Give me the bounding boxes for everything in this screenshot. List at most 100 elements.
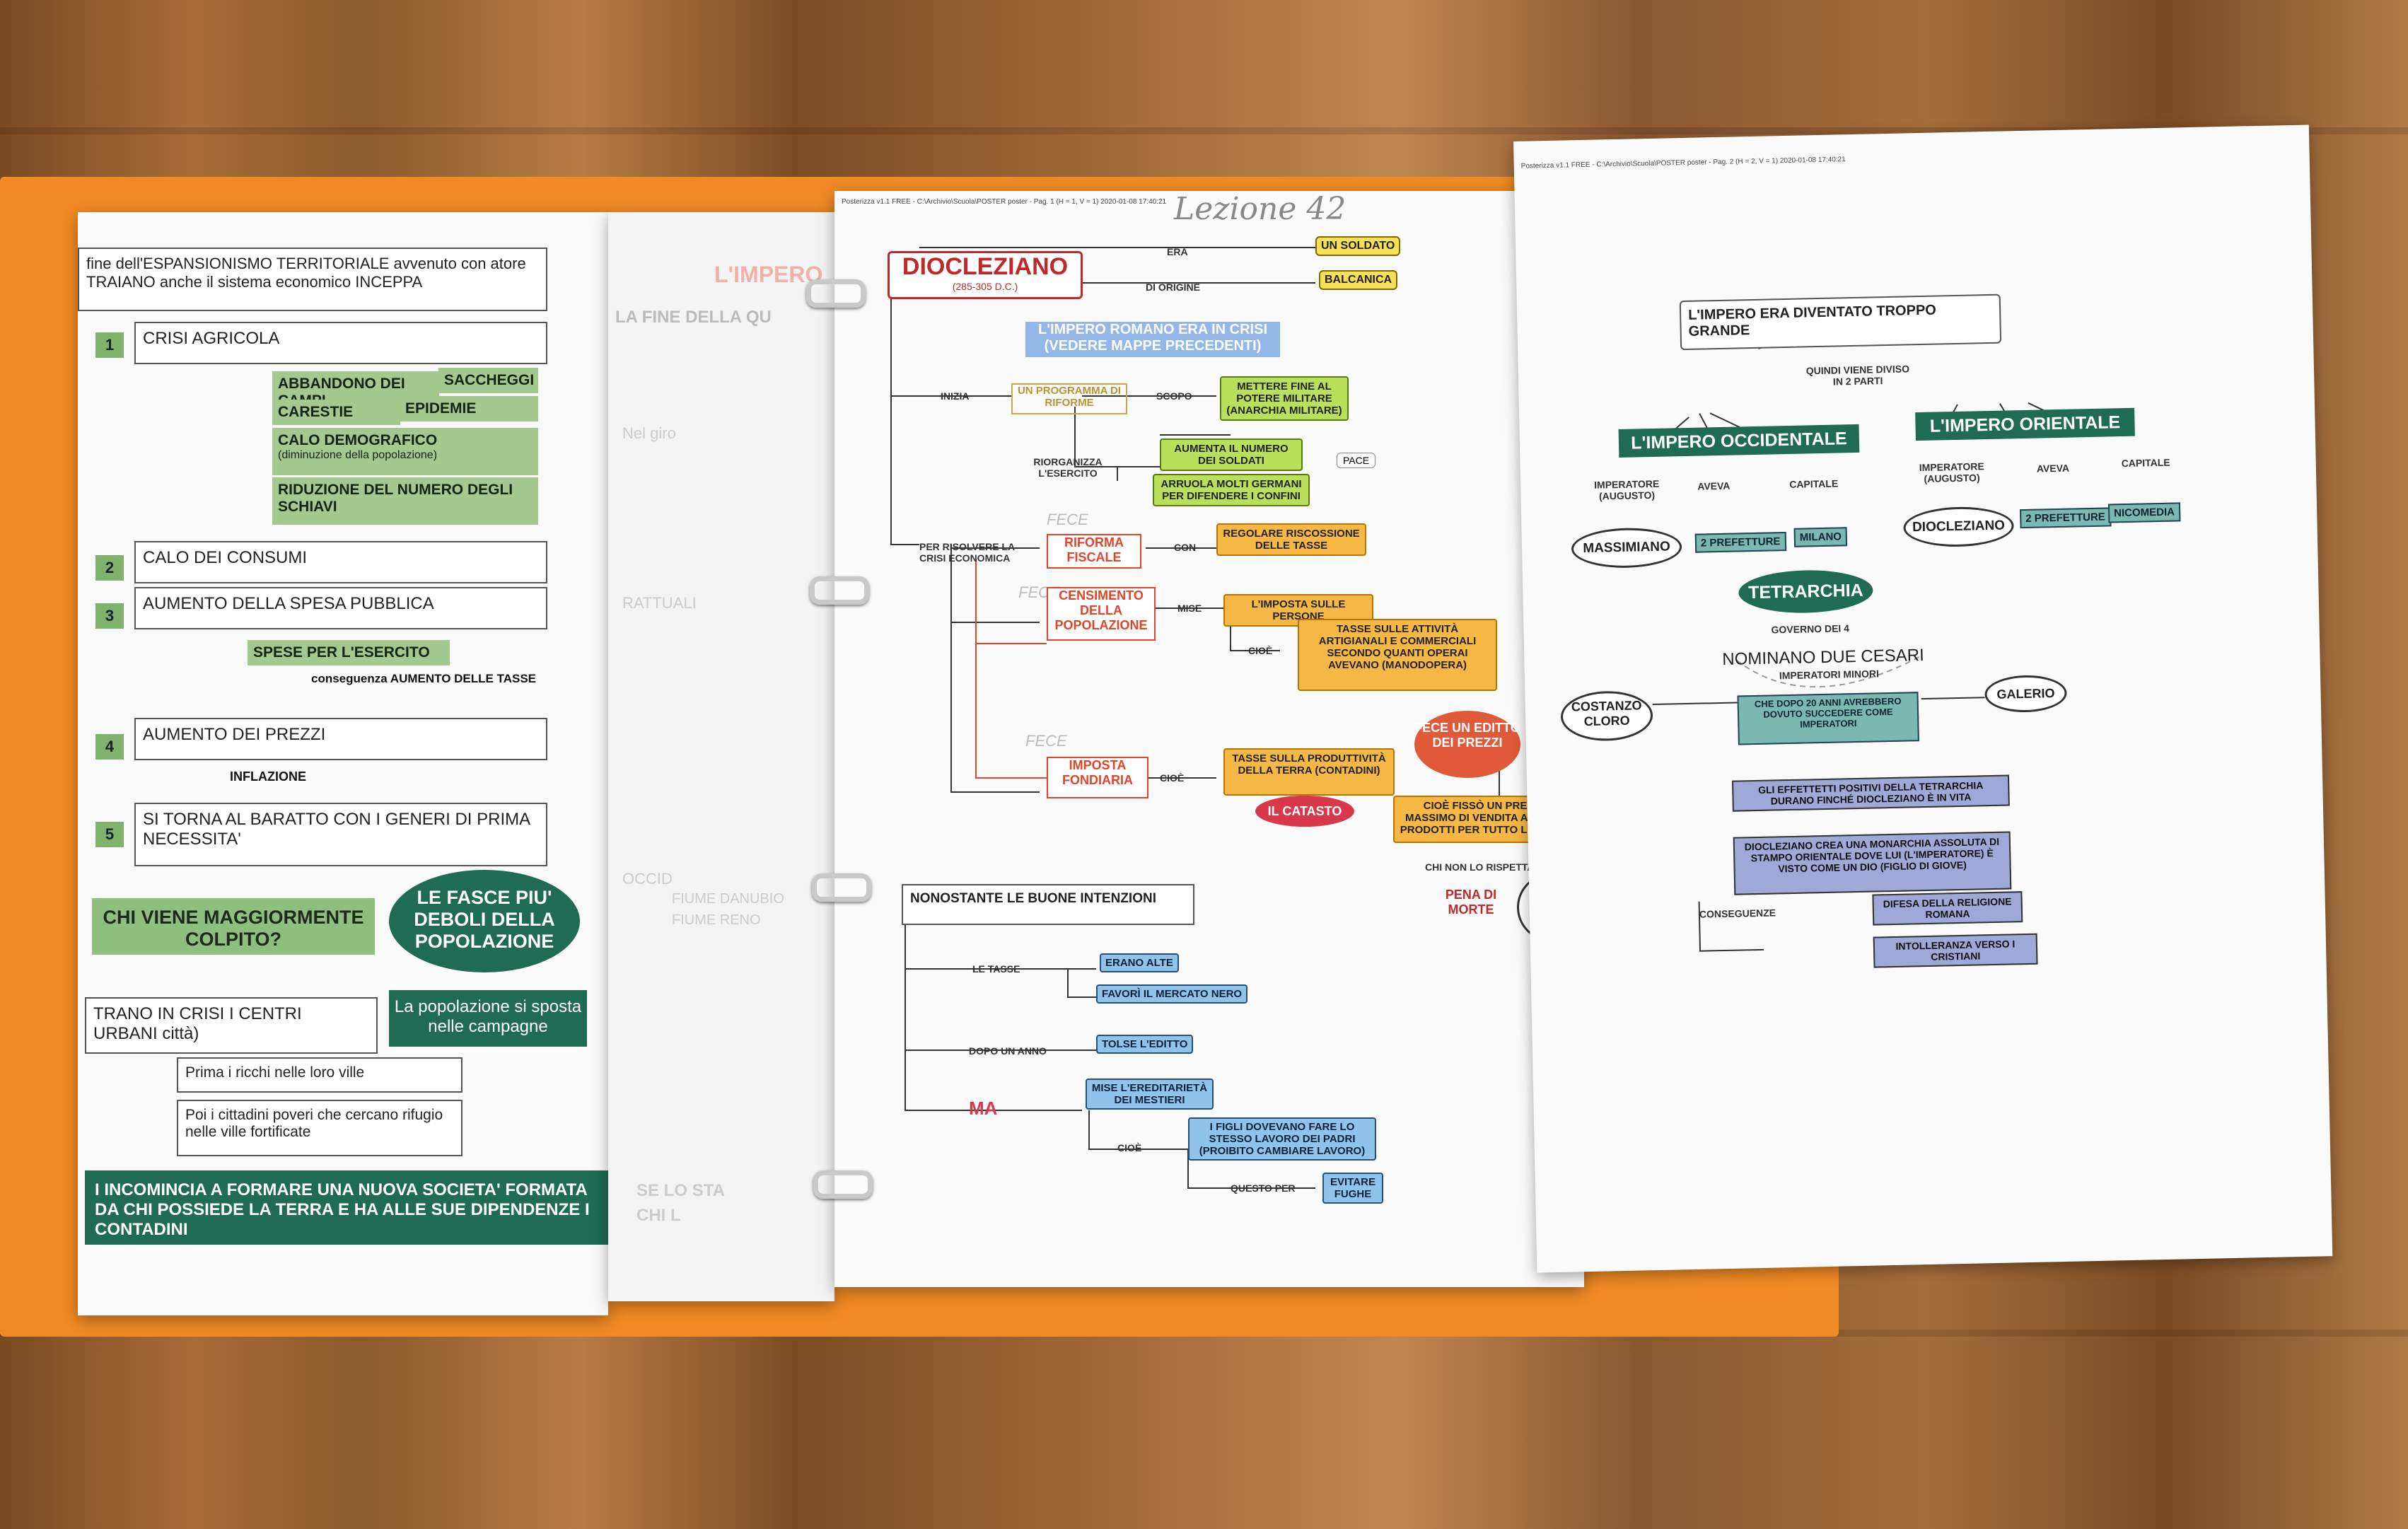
agri-calo-title: CALO DEMOGRAFICO xyxy=(278,432,438,448)
faded-frag: OCCID xyxy=(622,870,673,888)
centri-urbani: TRANO IN CRISI I CENTRI URBANI città) xyxy=(85,997,378,1054)
binder-ring xyxy=(813,1170,873,1199)
era-label: ERA xyxy=(1167,246,1188,257)
diviso-label: QUINDI VIENE DIVISO IN 2 PARTI xyxy=(1805,363,1910,388)
middle-page: Posterizza v1.1 FREE - C:\Archivio\Scuol… xyxy=(834,191,1585,1287)
imperatore-label: IMPERATORE (AUGUSTO) xyxy=(1593,477,1660,502)
faded-frag: Nel giro xyxy=(622,424,676,442)
num-4: 4 xyxy=(95,734,124,760)
per-risolvere-label: PER RISOLVERE LA CRISI ECONOMICA xyxy=(919,541,1015,564)
agri-epidemie: EPIDEMIE xyxy=(400,396,538,422)
diocleziano-title-box: DIOCLEZIANO (285-305 D.C.) xyxy=(888,251,1083,299)
inflazione-label: INFLAZIONE xyxy=(230,769,306,784)
dopo-anno-label: DOPO UN ANNO xyxy=(969,1045,1047,1057)
aveva-label-2: AVEVA xyxy=(2036,462,2070,475)
orientale-box: L'IMPERO ORIENTALE xyxy=(1915,407,2135,441)
concept-map-lines xyxy=(890,247,1500,1189)
faded-sub: LA FINE DELLA QU xyxy=(615,308,772,327)
ricchi-ville: Prima i ricchi nelle loro ville xyxy=(177,1057,463,1093)
cioe-label-2: CIOÈ xyxy=(1160,772,1185,784)
tasse-attivita-box: TASSE SULLE ATTIVITÀ ARTIGIANALI E COMME… xyxy=(1298,619,1497,691)
prefetture-occ: 2 PREFETTURE xyxy=(1694,532,1786,553)
tasse-terra-box: TASSE SULLA PRODUTTIVITÀ DELLA TERRA (CO… xyxy=(1223,748,1395,796)
agri-calo-sub: (diminuzione della popolazione) xyxy=(278,449,438,461)
item-baratto: SI TORNA AL BARATTO CON I GENERI DI PRIM… xyxy=(134,803,547,866)
aveva-label: AVEVA xyxy=(1697,479,1731,492)
difesa-box: DIFESA DELLA RELIGIONE ROMANA xyxy=(1872,891,2023,926)
con-label: CON xyxy=(1174,542,1197,553)
nominano-label: NOMINANO DUE CESARI xyxy=(1722,646,1924,669)
effetti-box: GLI EFFETTETTI POSITIVI DELLA TETRARCHIA… xyxy=(1731,774,2010,812)
item-spesa-pubblica: AUMENTO DELLA SPESA PUBBLICA xyxy=(134,587,547,629)
soldato-box: UN SOLDATO xyxy=(1315,236,1401,256)
num-2: 2 xyxy=(95,555,124,581)
concept-map-lines-right xyxy=(1652,323,2079,952)
faded-page: L'IMPERO LA FINE DELLA QU Nel giro RATTU… xyxy=(608,212,834,1301)
riorganizza-label: RIORGANIZZA L'ESERCITO xyxy=(1033,456,1103,479)
agri-saccheggi: SACCHEGGI xyxy=(438,368,538,393)
origine-label: DI ORIGINE xyxy=(1146,281,1201,293)
tolse-box: TOLSE L'EDITTO xyxy=(1096,1035,1194,1054)
mise-label: MISE xyxy=(1177,603,1202,614)
faded-frag: FIUME RENO xyxy=(672,912,761,928)
pena-morte: PENA DI MORTE xyxy=(1445,888,1497,917)
erano-alte-box: ERANO ALTE xyxy=(1100,953,1179,972)
popolazione-sposta: La popolazione si sposta nelle campagne xyxy=(389,990,587,1047)
left-page: fine dell'ESPANSIONISMO TERRITORIALE avv… xyxy=(78,212,608,1315)
conseguenze-label: CONSEGUENZE xyxy=(1699,907,1776,920)
le-tasse-label: LE TASSE xyxy=(972,963,1020,975)
years: (285-305 D.C.) xyxy=(952,281,1018,292)
regolare-box: REGOLARE RISCOSSIONE DELLE TASSE xyxy=(1216,523,1366,556)
pace-box: PACE xyxy=(1337,453,1376,468)
num-5: 5 xyxy=(95,822,124,847)
title: DIOCLEZIANO xyxy=(902,253,1069,280)
arruola-box: ARRUOLA MOLTI GERMANI PER DIFENDERE I CO… xyxy=(1153,474,1310,506)
binder-ring xyxy=(806,279,866,308)
troppo-grande-box: L'IMPERO ERA DIVENTATO TROPPO GRANDE xyxy=(1679,293,2002,351)
page-header: Posterizza v1.1 FREE - C:\Archivio\Scuol… xyxy=(842,198,1167,206)
agri-calo: CALO DEMOGRAFICO (diminuzione della popo… xyxy=(272,428,538,475)
chi-colpito: CHI VIENE MAGGIORMENTE COLPITO? xyxy=(92,898,375,955)
monarchia-box: DIOCLEZIANO CREA UNA MONARCHIA ASSOLUTA … xyxy=(1733,831,2012,895)
handwritten-lesson: Lezione 42 xyxy=(1174,191,1346,227)
spese-conseguenza: conseguenza AUMENTO DELLE TASSE xyxy=(311,672,537,685)
riforma-fiscale-box: RIFORMA FISCALE xyxy=(1047,534,1141,569)
nicomedia-box: NICOMEDIA xyxy=(2107,502,2181,523)
num-1: 1 xyxy=(95,332,124,358)
milano-box: MILANO xyxy=(1793,527,1848,547)
scopo-label: SCOPO xyxy=(1156,390,1192,402)
poveri-ville: Poi i cittadini poveri che cercano rifug… xyxy=(177,1100,463,1156)
fece-annotation: FECE xyxy=(1047,511,1088,528)
agri-schiavi: RIDUZIONE DEL NUMERO DEGLI SCHIAVI xyxy=(272,477,538,525)
binder-ring xyxy=(810,576,869,605)
prefetture-or: 2 PREFETTURE xyxy=(2020,507,2112,529)
faded-title: L'IMPERO xyxy=(714,262,823,287)
binder-ring xyxy=(812,873,871,902)
agri-carestie: CARESTIE xyxy=(272,400,400,425)
questo-per-label: QUESTO PER xyxy=(1231,1182,1296,1194)
balcanica-box: BALCANICA xyxy=(1319,270,1398,290)
fece-annotation: FECE xyxy=(1025,732,1067,750)
mettere-fine-box: METTERE FINE AL POTERE MILITARE (ANARCHI… xyxy=(1220,376,1349,421)
occidentale-box: L'IMPERO OCCIDENTALE xyxy=(1618,424,1860,458)
nonostante-box: NONOSTANTE LE BUONE INTENZIONI xyxy=(902,884,1194,925)
item-aumento-prezzi: AUMENTO DEI PREZZI xyxy=(134,718,547,760)
governo-label: GOVERNO DEI 4 xyxy=(1771,622,1850,636)
programma-box: UN PROGRAMMA DI RIFORME xyxy=(1011,383,1127,414)
aumenta-box: AUMENTA IL NUMERO DEI SOLDATI xyxy=(1160,438,1303,471)
figli-box: I FIGLI DOVEVANO FARE LO STESSO LAVORO D… xyxy=(1188,1117,1376,1161)
crisi-box: L'IMPERO ROMANO ERA IN CRISI (VEDERE MAP… xyxy=(1025,322,1280,357)
mercato-nero-box: FAVORÌ IL MERCATO NERO xyxy=(1096,984,1248,1004)
item-crisi-agricola: CRISI AGRICOLA xyxy=(134,322,547,364)
right-page: Posterizza v1.1 FREE - C:\Archivio\Scuol… xyxy=(1513,124,2333,1273)
ma-label: MA xyxy=(969,1098,998,1119)
ereditarieta-box: MISE L'EREDITARIETÀ DEI MESTIERI xyxy=(1086,1079,1214,1110)
wood-seam xyxy=(0,127,2408,134)
cioe-label: CIOÈ xyxy=(1248,645,1273,656)
evitare-fughe-box: EVITARE FUGHE xyxy=(1322,1173,1383,1204)
capitale-label-2: CAPITALE xyxy=(2121,456,2170,470)
intolleranza-box: INTOLLERANZA VERSO I CRISTIANI xyxy=(1873,933,2038,968)
editto-ellipse: FECE UN EDITTO DEI PREZZI xyxy=(1414,711,1520,778)
spese-esercito: SPESE PER L'ESERCITO xyxy=(248,640,450,665)
catasto-ellipse: IL CATASTO xyxy=(1255,796,1354,827)
